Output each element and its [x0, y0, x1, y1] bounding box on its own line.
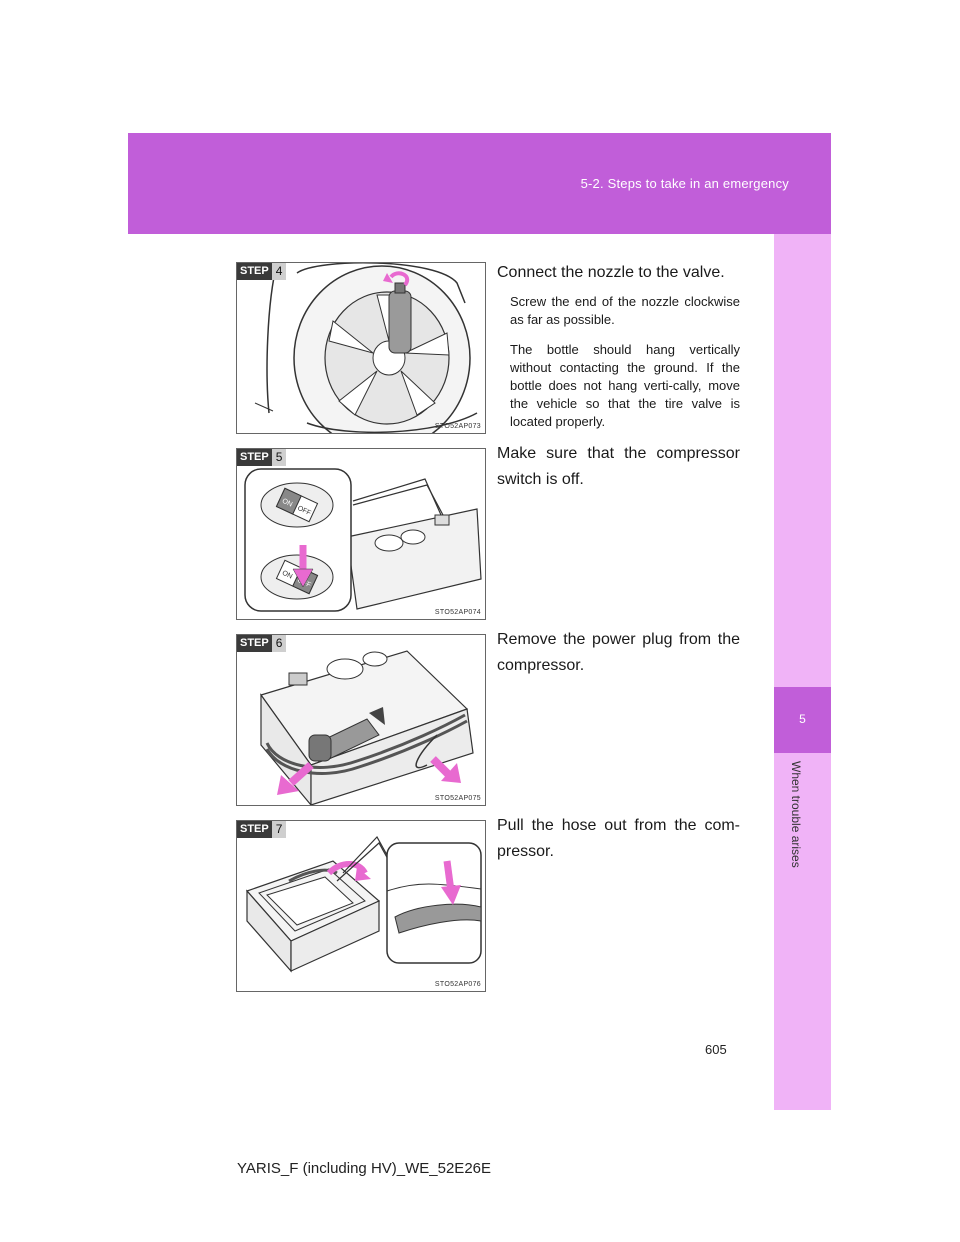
step-5-figure: ON OFF ON OFF STEP 5 STO52AP074 [236, 448, 486, 620]
section-title: 5-2. Steps to take in an emergency [580, 176, 789, 191]
step-badge-word: STEP [237, 449, 272, 466]
power-plug-illustration [260, 650, 474, 805]
step-6-badge: STEP 6 [237, 635, 287, 652]
figure-code: STO52AP074 [434, 609, 481, 616]
step-badge-number: 7 [271, 821, 287, 838]
step-4-note-1: Screw the end of the nozzle clockwise as… [510, 294, 740, 327]
step-badge-word: STEP [237, 263, 272, 280]
figure-code: STO52AP073 [434, 423, 481, 430]
step-5-badge: STEP 5 [237, 449, 287, 466]
step-badge-word: STEP [237, 821, 272, 838]
pull-hose-illustration [245, 835, 482, 973]
step-7-figure: STEP 7 STO52AP076 [236, 820, 486, 992]
header-band: 5-2. Steps to take in an emergency [128, 133, 831, 234]
chapter-label: When trouble arises [789, 761, 803, 868]
step-4-heading: Connect the nozzle to the valve. [497, 264, 725, 281]
figure-code: STO52AP076 [434, 981, 481, 988]
step-badge-number: 5 [271, 449, 287, 466]
step-badge-number: 6 [271, 635, 287, 652]
chapter-number: 5 [799, 712, 806, 726]
step-6-figure: STEP 6 STO52AP075 [236, 634, 486, 806]
step-7-badge: STEP 7 [237, 821, 287, 838]
page-number: 605 [705, 1042, 727, 1057]
step-6-heading: Remove the power plug from the compresso… [497, 631, 740, 674]
step-4-figure: STEP 4 STO52AP073 [236, 262, 486, 434]
step-4-note-2: The bottle should hang vertically withou… [510, 342, 740, 429]
chapter-side-tab: 5 When trouble arises [774, 234, 831, 1110]
switch-on-label: ON [281, 498, 293, 509]
figure-code: STO52AP075 [434, 795, 481, 802]
chapter-tab-active[interactable]: 5 [774, 687, 831, 753]
switch-on-label: ON [281, 570, 293, 581]
step-badge-word: STEP [237, 635, 272, 652]
step-4-badge: STEP 4 [237, 263, 287, 280]
step-badge-number: 4 [271, 263, 287, 280]
step-5-heading: Make sure that the compressor switch is … [497, 445, 740, 488]
tire-nozzle-illustration [254, 263, 478, 433]
footer-document-code: YARIS_F (including HV)_WE_52E26E [237, 1160, 492, 1177]
step-7-heading: Pull the hose out from the com-pressor. [497, 817, 740, 860]
compressor-switch-illustration: ON OFF ON OFF [244, 468, 482, 612]
